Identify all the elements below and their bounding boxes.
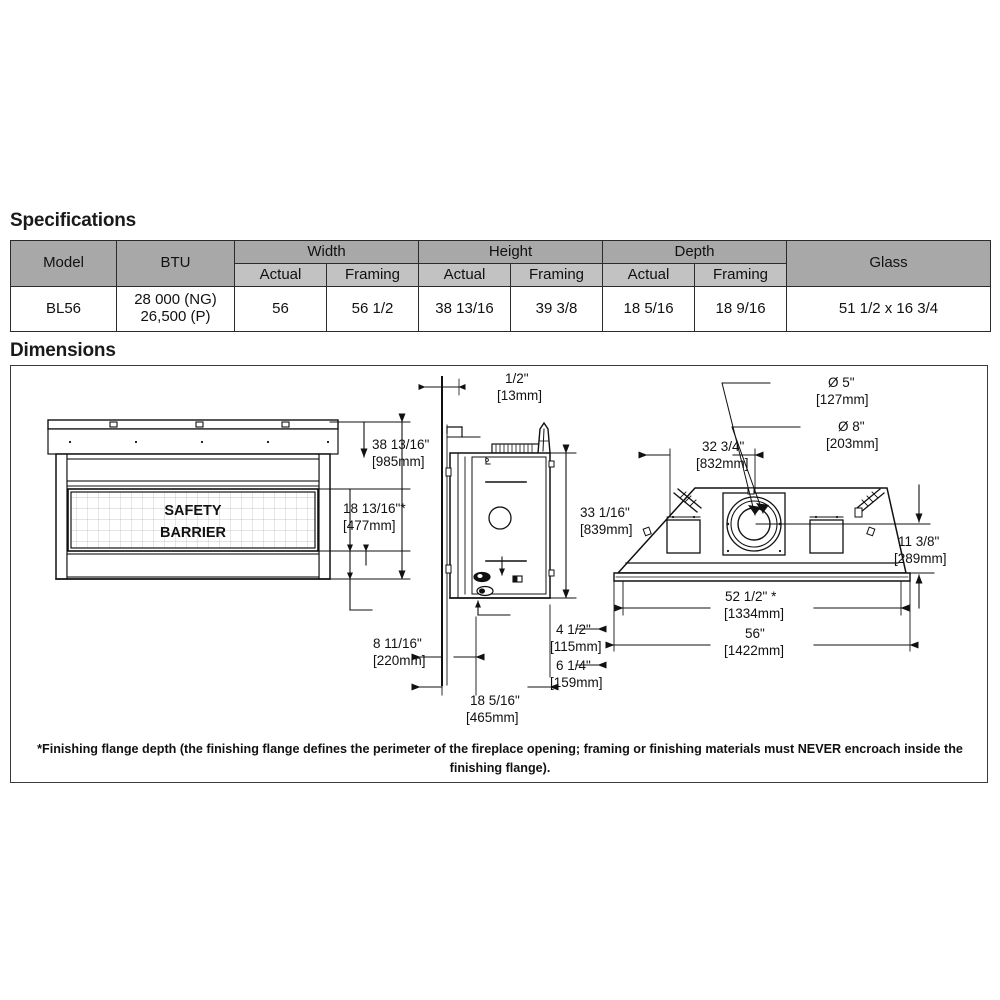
header-width-framing: Framing <box>326 263 419 287</box>
dimensions-title: Dimensions <box>10 340 116 361</box>
cell-btu-p: 26,500 (P) <box>140 308 211 325</box>
label-side-elec-mm: [159mm] <box>550 675 603 690</box>
label-side-gas-mm: [115mm] <box>550 639 602 654</box>
label-front-height-in: 38 13/16" <box>372 437 430 452</box>
label-flue-inner-mm: [127mm] <box>816 392 869 407</box>
header-depth: Depth <box>602 240 788 264</box>
cell-height-framing: 39 3/8 <box>509 286 604 332</box>
cell-width-actual: 56 <box>234 286 327 332</box>
front-view-drawing <box>47 419 339 580</box>
header-width-actual: Actual <box>234 263 327 287</box>
header-depth-actual: Actual <box>602 263 696 287</box>
footnote-line1: *Finishing flange depth (the finishing f… <box>37 742 842 756</box>
header-glass: Glass <box>786 240 992 287</box>
label-side-gas-in: 4 1/2" <box>556 622 591 637</box>
label-flue-offset-mm: [832mm] <box>696 456 749 471</box>
label-front-height-mm: [985mm] <box>372 454 425 469</box>
label-safety-barrier-line1: SAFETY <box>164 503 222 519</box>
label-front-base-in: 8 11/16" <box>373 636 422 651</box>
label-safety-barrier-line2: BARRIER <box>160 525 227 541</box>
header-depth-framing: Framing <box>694 263 788 287</box>
label-flue-offset-in: 32 3/4" <box>702 439 745 454</box>
header-width: Width <box>234 240 419 264</box>
plan-view-drawing <box>613 487 911 582</box>
dimensions-drawing: 38 13/16" [985mm] 18 13/16"* [477mm] 8 1… <box>47 371 947 725</box>
footnote-line2: encroach inside the finishing flange). <box>449 742 963 775</box>
cell-depth-actual: 18 5/16 <box>602 286 696 332</box>
label-front-opening-in: 18 13/16"* <box>343 501 406 516</box>
table-row: BL56 28 000 (NG) 26,500 (P) 56 56 1/2 38… <box>10 286 992 332</box>
cell-height-actual: 38 13/16 <box>418 286 511 332</box>
header-model: Model <box>10 240 117 287</box>
label-side-flange-mm: [13mm] <box>497 388 542 403</box>
table-header-sub-row: Actual Framing Actual Framing Actual Fra… <box>11 263 991 287</box>
label-side-depth-mm: [465mm] <box>466 710 519 725</box>
cell-model: BL56 <box>10 286 117 332</box>
label-plan-depth-mm: [289mm] <box>894 551 947 566</box>
footnote: *Finishing flange depth (the finishing f… <box>22 740 978 778</box>
label-flange-width-in: 52 1/2" * <box>725 589 777 604</box>
side-view-drawing <box>441 376 555 686</box>
cell-width-framing: 56 1/2 <box>326 286 419 332</box>
header-height-actual: Actual <box>418 263 511 287</box>
label-side-flange-in: 1/2" <box>505 371 529 386</box>
header-height-framing: Framing <box>509 263 604 287</box>
label-plan-depth-in: 11 3/8" <box>898 534 940 549</box>
label-front-base-mm: [220mm] <box>373 653 426 668</box>
specifications-title: Specifications <box>10 210 137 231</box>
label-side-depth-in: 18 5/16" <box>470 693 520 708</box>
table-header-group-row: Model BTU Width Height Depth Glass <box>10 240 992 287</box>
cell-btu: 28 000 (NG) 26,500 (P) <box>116 286 235 332</box>
label-flue-outer-in: Ø 8" <box>838 419 865 434</box>
label-side-height-in: 33 1/16" <box>580 505 630 520</box>
cell-btu-ng: 28 000 (NG) <box>134 291 217 309</box>
label-overall-width-mm: [1422mm] <box>724 643 784 658</box>
label-flue-inner-in: Ø 5" <box>828 375 855 390</box>
label-overall-width-in: 56" <box>745 626 765 641</box>
label-flange-width-mm: [1334mm] <box>724 606 784 621</box>
cell-glass: 51 1/2 x 16 3/4 <box>786 286 992 332</box>
cell-depth-framing: 18 9/16 <box>694 286 788 332</box>
label-front-opening-mm: [477mm] <box>343 518 396 533</box>
header-height: Height <box>417 240 604 264</box>
header-btu: BTU <box>116 240 235 287</box>
specifications-table: Model BTU Width Height Depth Glass Actua… <box>10 240 992 332</box>
label-side-height-mm: [839mm] <box>580 522 633 537</box>
label-flue-outer-mm: [203mm] <box>826 436 879 451</box>
label-side-elec-in: 6 1/4" <box>556 658 591 673</box>
